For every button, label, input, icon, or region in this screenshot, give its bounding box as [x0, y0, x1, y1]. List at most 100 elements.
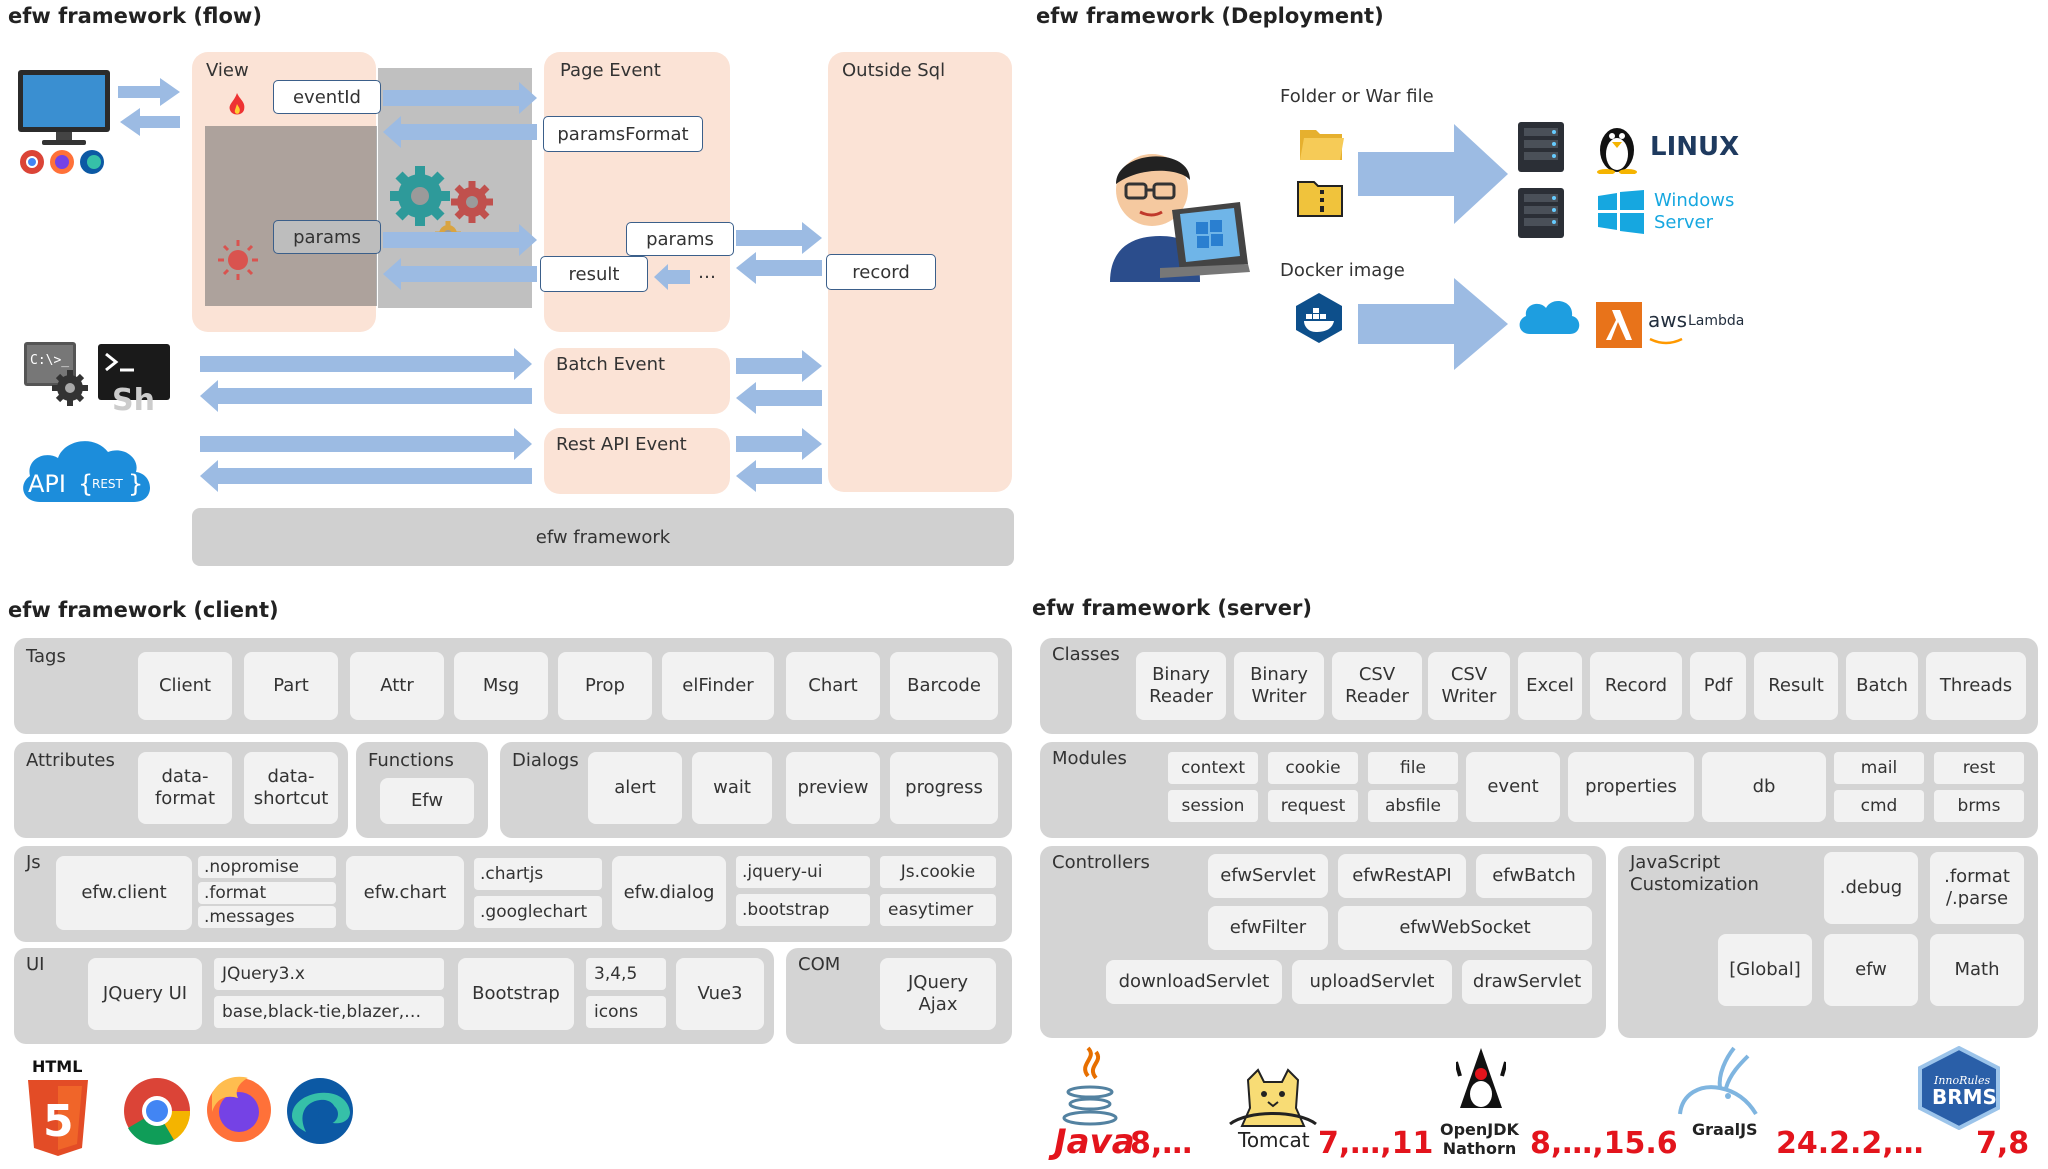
module-event: event	[1466, 752, 1560, 822]
module-file: file	[1368, 752, 1458, 784]
record-box: record	[826, 254, 936, 290]
class-result: Result	[1754, 652, 1838, 720]
modules-label: Modules	[1052, 748, 1127, 769]
module-db: db	[1702, 752, 1826, 822]
brms-badge-icon: InnoRules BRMS	[1916, 1045, 2002, 1131]
framework-bar-label: efw framework	[535, 526, 671, 548]
tag-elfinder: elFinder	[662, 652, 774, 720]
dialog-wait: wait	[692, 752, 772, 824]
aws-smile-icon	[1648, 330, 1684, 345]
graaljs-label: GraalJS	[1692, 1120, 1758, 1139]
attr-data-format: data- format	[138, 752, 232, 824]
tomcat-version: 7,…,11	[1318, 1126, 1434, 1161]
edge-icon	[284, 1076, 356, 1146]
class-threads: Threads	[1926, 652, 2026, 720]
rest-arrows-right	[736, 428, 822, 492]
deploy-arrow-top	[1358, 124, 1508, 224]
svg-text:Sh: Sh	[112, 383, 155, 414]
server-rack-icon-2	[1516, 186, 1566, 240]
graaljs-rabbit-icon	[1670, 1044, 1760, 1120]
developer-illustration	[1100, 140, 1250, 282]
outside-sql-label: Outside Sql	[842, 60, 946, 81]
ui-jquery-ui: JQuery UI	[88, 958, 202, 1030]
java-version: 8,…	[1130, 1126, 1193, 1161]
server-title: efw framework (server)	[1032, 596, 1312, 620]
params-view-box: params	[273, 220, 381, 254]
js-easytimer: easytimer	[880, 894, 996, 926]
cloud-icon	[1516, 296, 1582, 336]
ui-bootstrap: Bootstrap	[458, 958, 574, 1030]
batch-event-label: Batch Event	[556, 354, 666, 375]
sun-icon	[216, 238, 260, 282]
tomcat-label: Tomcat	[1238, 1128, 1310, 1152]
browser-icons-small	[18, 148, 110, 176]
svg-text:5: 5	[43, 1096, 74, 1147]
tag-chart: Chart	[786, 652, 880, 720]
firefox-icon	[204, 1072, 274, 1144]
docker-image-label: Docker image	[1280, 260, 1405, 281]
svg-text:{: {	[78, 470, 93, 498]
java-label: Java	[1054, 1122, 1135, 1162]
functions-label: Functions	[368, 750, 454, 771]
js-customization-label: JavaScript Customization	[1630, 852, 1759, 895]
module-session: session	[1168, 790, 1258, 822]
tag-msg: Msg	[454, 652, 548, 720]
fire-icon	[226, 92, 248, 118]
view-label: View	[206, 60, 249, 81]
batch-arrows-left	[200, 348, 532, 412]
view-page-arrows	[383, 82, 537, 290]
svg-text:REST: REST	[92, 477, 124, 491]
batch-arrows-right	[736, 350, 822, 414]
aws-lambda-icon	[1596, 302, 1642, 348]
com-label: COM	[798, 954, 841, 975]
class-binary-writer: Binary Writer	[1234, 652, 1324, 720]
graaljs-version: 24.2.2,…	[1776, 1126, 1924, 1161]
svg-text:InnoRules: InnoRules	[1933, 1074, 1991, 1087]
js-efw-chart: efw.chart	[346, 856, 464, 930]
page-sql-arrows	[736, 222, 822, 284]
js-nopromise: .nopromise	[198, 856, 336, 878]
js-cookie: Js.cookie	[880, 856, 996, 888]
deployment-title: efw framework (Deployment)	[1036, 4, 1384, 28]
server-rack-icon-1	[1516, 120, 1566, 174]
module-absfile: absfile	[1368, 790, 1458, 822]
aws-label: aws	[1648, 308, 1688, 332]
module-context: context	[1168, 752, 1258, 784]
dialog-alert: alert	[588, 752, 682, 824]
client-title: efw framework (client)	[8, 598, 279, 622]
module-rest: rest	[1934, 752, 2024, 784]
ctrl-efwservlet: efwServlet	[1208, 854, 1328, 898]
openjdk-version: 8,…,15.6	[1530, 1126, 1678, 1161]
brms-version: 7,8	[1976, 1126, 2030, 1161]
ctrl-efwwebsocket: efwWebSocket	[1338, 906, 1592, 950]
ellipsis-text: …	[698, 262, 716, 283]
windows-logo-icon	[1598, 190, 1644, 234]
js-label: Js	[26, 852, 41, 873]
ui-themes: base,black-tie,blazer,…	[214, 996, 444, 1028]
folder-icon	[1298, 124, 1346, 164]
view-dark-overlay	[205, 126, 377, 306]
module-mail: mail	[1834, 752, 1924, 784]
ui-label: UI	[26, 954, 45, 975]
tomcat-icon	[1228, 1068, 1318, 1132]
linux-label: LINUX	[1650, 132, 1740, 162]
zip-file-icon	[1296, 178, 1344, 218]
class-batch: Batch	[1846, 652, 1918, 720]
eventid-box: eventId	[273, 80, 381, 114]
jsc-math: Math	[1930, 934, 2024, 1006]
svg-text:HTML: HTML	[32, 1058, 82, 1076]
ui-jquery3: JQuery3.x	[214, 958, 444, 990]
docker-icon	[1294, 292, 1344, 344]
classes-label: Classes	[1052, 644, 1120, 665]
ctrl-efwrestapi: efwRestAPI	[1338, 854, 1466, 898]
js-efw-dialog: efw.dialog	[612, 856, 726, 930]
js-format: .format	[198, 882, 336, 904]
rest-arrows-left	[200, 428, 532, 492]
linux-penguin-icon	[1594, 120, 1640, 175]
attr-data-shortcut: data- shortcut	[244, 752, 338, 824]
attributes-label: Attributes	[26, 750, 115, 771]
module-brms: brms	[1934, 790, 2024, 822]
tag-client: Client	[138, 652, 232, 720]
class-pdf: Pdf	[1690, 652, 1746, 720]
module-cmd: cmd	[1834, 790, 1924, 822]
